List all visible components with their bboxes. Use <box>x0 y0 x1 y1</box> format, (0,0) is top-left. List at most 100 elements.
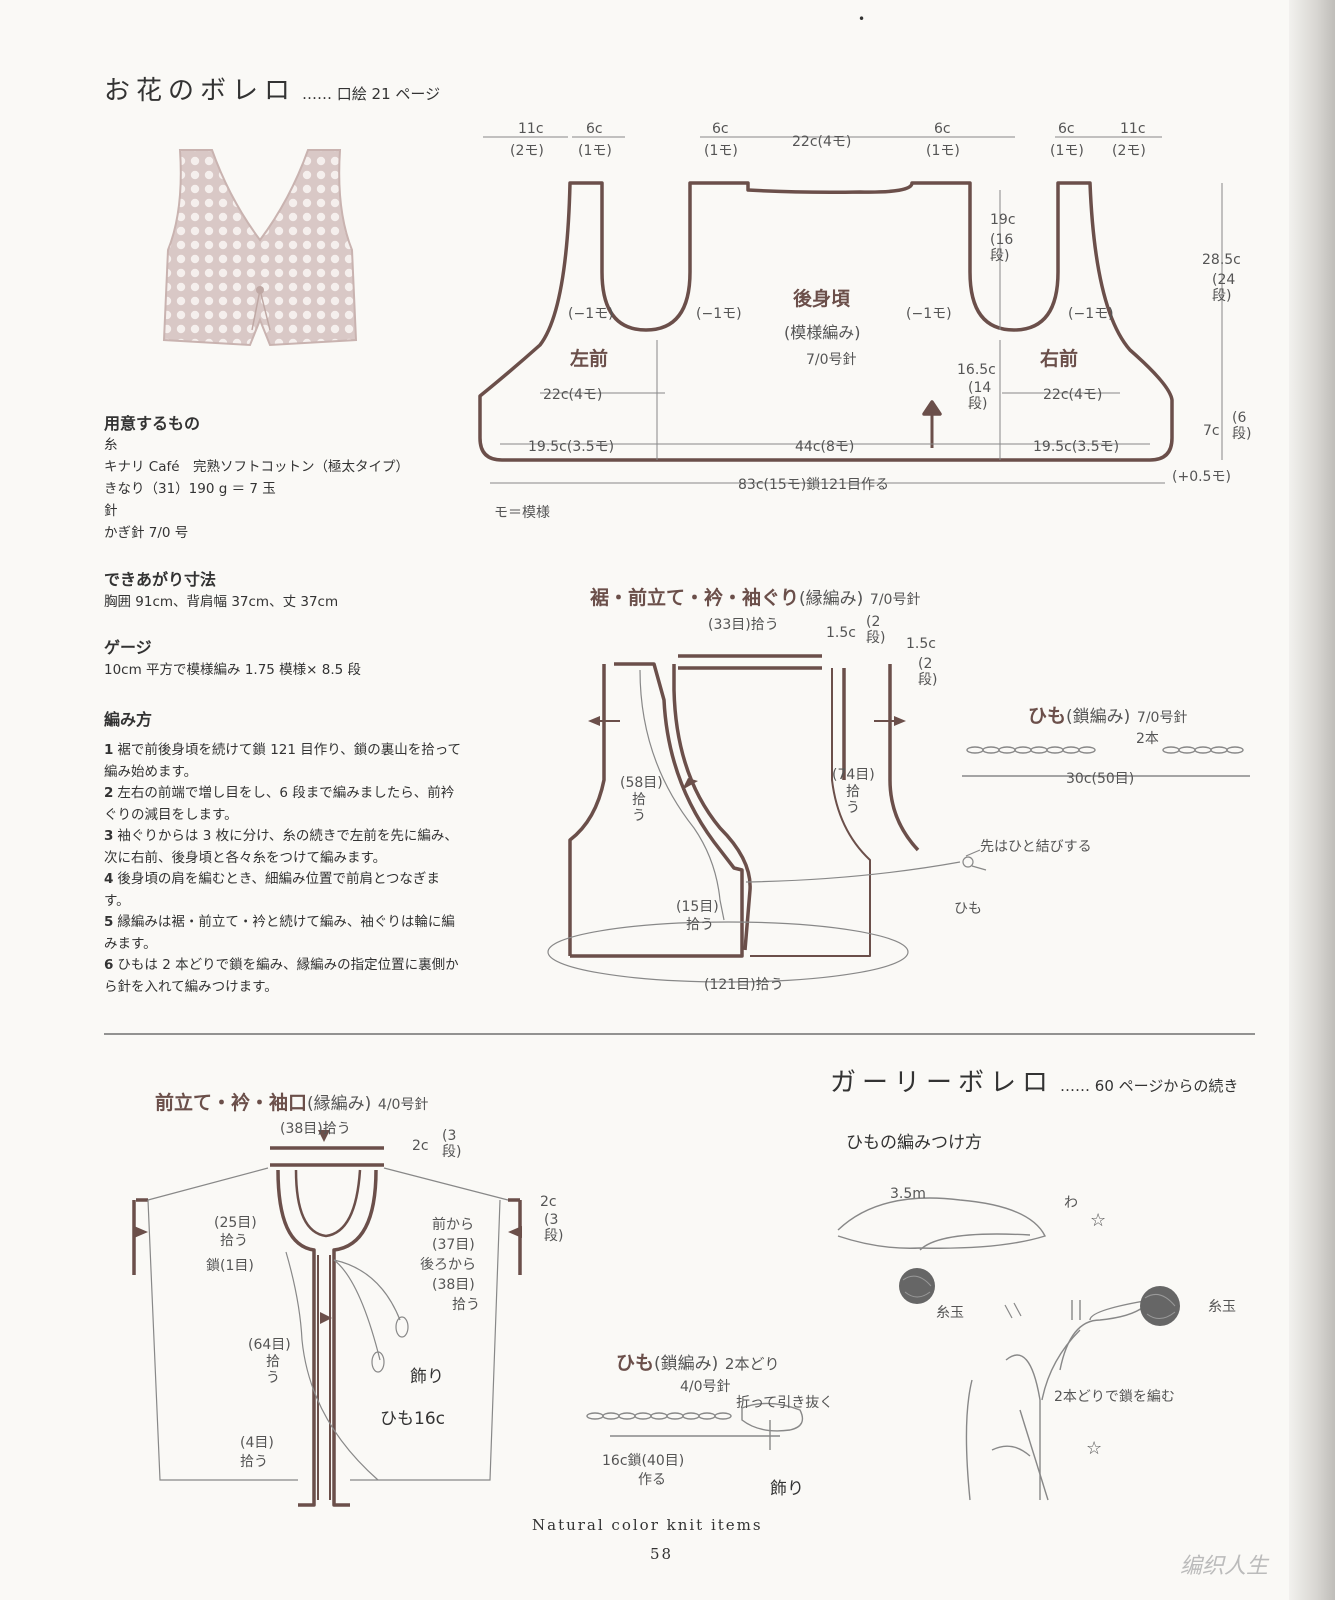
dim-3-right: (3段) <box>544 1212 564 1244</box>
top-dot: • <box>858 12 866 26</box>
cord2-chain <box>586 1402 804 1450</box>
dim-7: 7c <box>1203 423 1220 439</box>
materials-line: キナリ Café 完熟ソフトコットン（極太タイプ） <box>104 459 410 475</box>
dim-top-left-b: 6c <box>586 121 603 137</box>
section1-title: お花のボレロ <box>104 76 297 106</box>
cord1-length: 30c(50目) <box>1066 771 1135 787</box>
cord2-title: ひも(鎖編み) 2本どり <box>616 1352 780 1374</box>
deco-label: 飾り <box>410 1367 444 1387</box>
dim-3-top: (3段) <box>442 1128 462 1160</box>
back-38b: (38目) <box>432 1277 475 1293</box>
inc-label: (+0.5モ) <box>1172 469 1231 485</box>
yarn-ball-label: 糸玉 <box>936 1305 964 1321</box>
pick-58b: 拾う <box>632 792 646 824</box>
dec-label: (−1モ) <box>568 306 614 322</box>
pick-15m: (15目) <box>676 899 719 915</box>
legend-label: モ＝模様 <box>494 505 550 521</box>
materials-line: きなり（31）190 g ＝ 7 玉 <box>104 481 276 497</box>
dim-195-right: 19.5c(3.5モ) <box>1033 439 1120 455</box>
right-front-label: 右前 <box>1040 348 1079 370</box>
pick-64b: 拾う <box>266 1354 280 1386</box>
back-body-label: 後身頃 <box>793 288 851 310</box>
dim-top-mid-a2: (1モ) <box>704 143 738 159</box>
materials-heading: 用意するもの <box>104 414 201 433</box>
dim-top-right-b2: (2モ) <box>1112 143 1146 159</box>
cord2-needle: 4/0号針 <box>680 1379 731 1395</box>
vest-photo <box>162 149 358 347</box>
dec-label: (−1モ) <box>906 306 952 322</box>
dim-7-rows: (6段) <box>1232 410 1252 442</box>
dim-44: 44c(8モ) <box>795 439 855 455</box>
dim-22-left: 22c(4モ) <box>543 387 603 403</box>
footer-series: Natural color knit items <box>532 1516 763 1534</box>
pick-25b: 拾う <box>220 1233 248 1249</box>
dim-top-mid-b: 22c(4モ) <box>792 134 852 150</box>
dim-top-mid-c2: (1モ) <box>926 143 960 159</box>
pick-58: (58目) <box>620 775 663 791</box>
pick-4: (4目) <box>240 1435 274 1451</box>
dim-top-right-a: 6c <box>1058 121 1075 137</box>
pick-25: (25目) <box>214 1215 257 1231</box>
edging-left-front <box>570 662 744 958</box>
himo-label: ひも <box>954 901 982 917</box>
dim-top-left-a: 11c <box>518 121 544 137</box>
pick-15mb: 拾う <box>686 917 714 933</box>
attach-length: 3.5m <box>890 1186 926 1202</box>
materials-line: 針 <box>104 503 118 519</box>
dim-15b: 1.5c <box>906 636 936 652</box>
dim-2a: (2段) <box>866 614 886 646</box>
gauge-text: 10cm 平方で模様編み 1.75 模様× 8.5 段 <box>104 662 362 678</box>
chain-one: 鎖(1目) <box>206 1258 254 1274</box>
edging-back-shoulder <box>750 668 871 957</box>
dim-83: 83c(15モ)鎖121目作る <box>738 477 889 493</box>
attach-loop: わ <box>1064 1195 1078 1211</box>
pick-121: (121目)拾う <box>704 977 784 993</box>
attach-diagram <box>837 1197 1151 1501</box>
dim-19: 19c <box>990 212 1016 228</box>
left-front-label: 左前 <box>570 348 609 370</box>
needle-label: 7/0号針 <box>806 352 857 368</box>
section1-header: お花のボレロ…… 口絵 21 ページ <box>104 70 440 107</box>
cord1-count: 2本 <box>1136 731 1159 747</box>
section2-ref: …… 60 ページからの続き <box>1060 1077 1239 1095</box>
pick-33: (33目)拾う <box>708 617 779 633</box>
dim-285-rows: (24段) <box>1212 272 1236 304</box>
dim-165-rows: (14段) <box>968 380 992 412</box>
attach-diagram-title: ひもの編みつけ方 <box>846 1133 982 1153</box>
book-gutter-shadow <box>1289 0 1335 1600</box>
dim-top-right-a2: (1モ) <box>1050 143 1084 159</box>
pick-64: (64目) <box>248 1337 291 1353</box>
front-37a: 前から <box>432 1217 474 1233</box>
dim-19-rows: (16段) <box>990 232 1014 264</box>
dim-165: 16.5c <box>957 362 996 378</box>
cord2-fold: 折って引き抜く <box>736 1395 834 1411</box>
front-band-title: 前立て・衿・袖口(縁編み) 4/0号針 <box>155 1092 429 1114</box>
dim-top-left-b2: (1モ) <box>578 143 612 159</box>
pick-74b: 拾う <box>846 784 860 816</box>
pick-38: (38目)拾う <box>280 1121 351 1137</box>
back-38a: 後ろから <box>420 1257 476 1273</box>
dim-22-right: 22c(4モ) <box>1043 387 1103 403</box>
cord1-title: ひも(鎖編み) 7/0号針 <box>1028 705 1188 727</box>
dec-label: (−1モ) <box>1068 306 1114 322</box>
cord2-deco: 飾り <box>770 1479 804 1499</box>
gauge-heading: ゲージ <box>104 638 152 657</box>
cord1-chain <box>962 746 1250 777</box>
dim-15a: 1.5c <box>826 625 856 641</box>
front-band-schematic <box>132 1146 522 1507</box>
method-heading: 編み方 <box>104 710 153 729</box>
back-38c: 拾う <box>452 1297 480 1313</box>
dim-285: 28.5c <box>1202 252 1241 268</box>
dim-top-left-a2: (2モ) <box>510 143 544 159</box>
section2-header: ガーリーボレロ …… 60 ページからの続き <box>830 1062 1238 1099</box>
section2-title: ガーリーボレロ <box>830 1068 1055 1098</box>
dim-top-mid-a: 6c <box>712 121 729 137</box>
dim-2b: (2段) <box>918 656 938 688</box>
front-37b: (37目) <box>432 1237 475 1253</box>
materials-list: 糸 キナリ Café 完熟ソフトコットン（極太タイプ） きなり（31）190 g… <box>104 434 409 544</box>
back-body-sub: (模様編み) <box>784 323 861 342</box>
